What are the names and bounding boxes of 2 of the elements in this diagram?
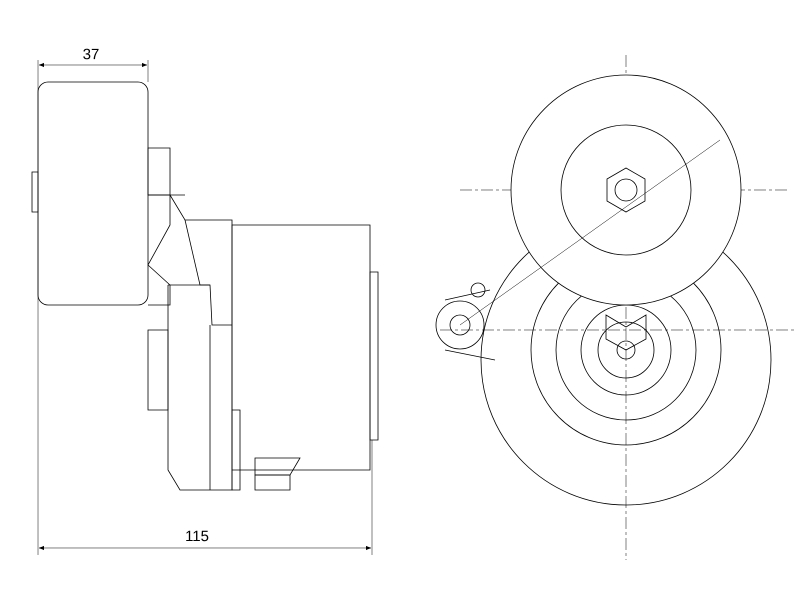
- dimension-value: 37: [83, 48, 99, 60]
- dimension-value: 115: [186, 530, 208, 542]
